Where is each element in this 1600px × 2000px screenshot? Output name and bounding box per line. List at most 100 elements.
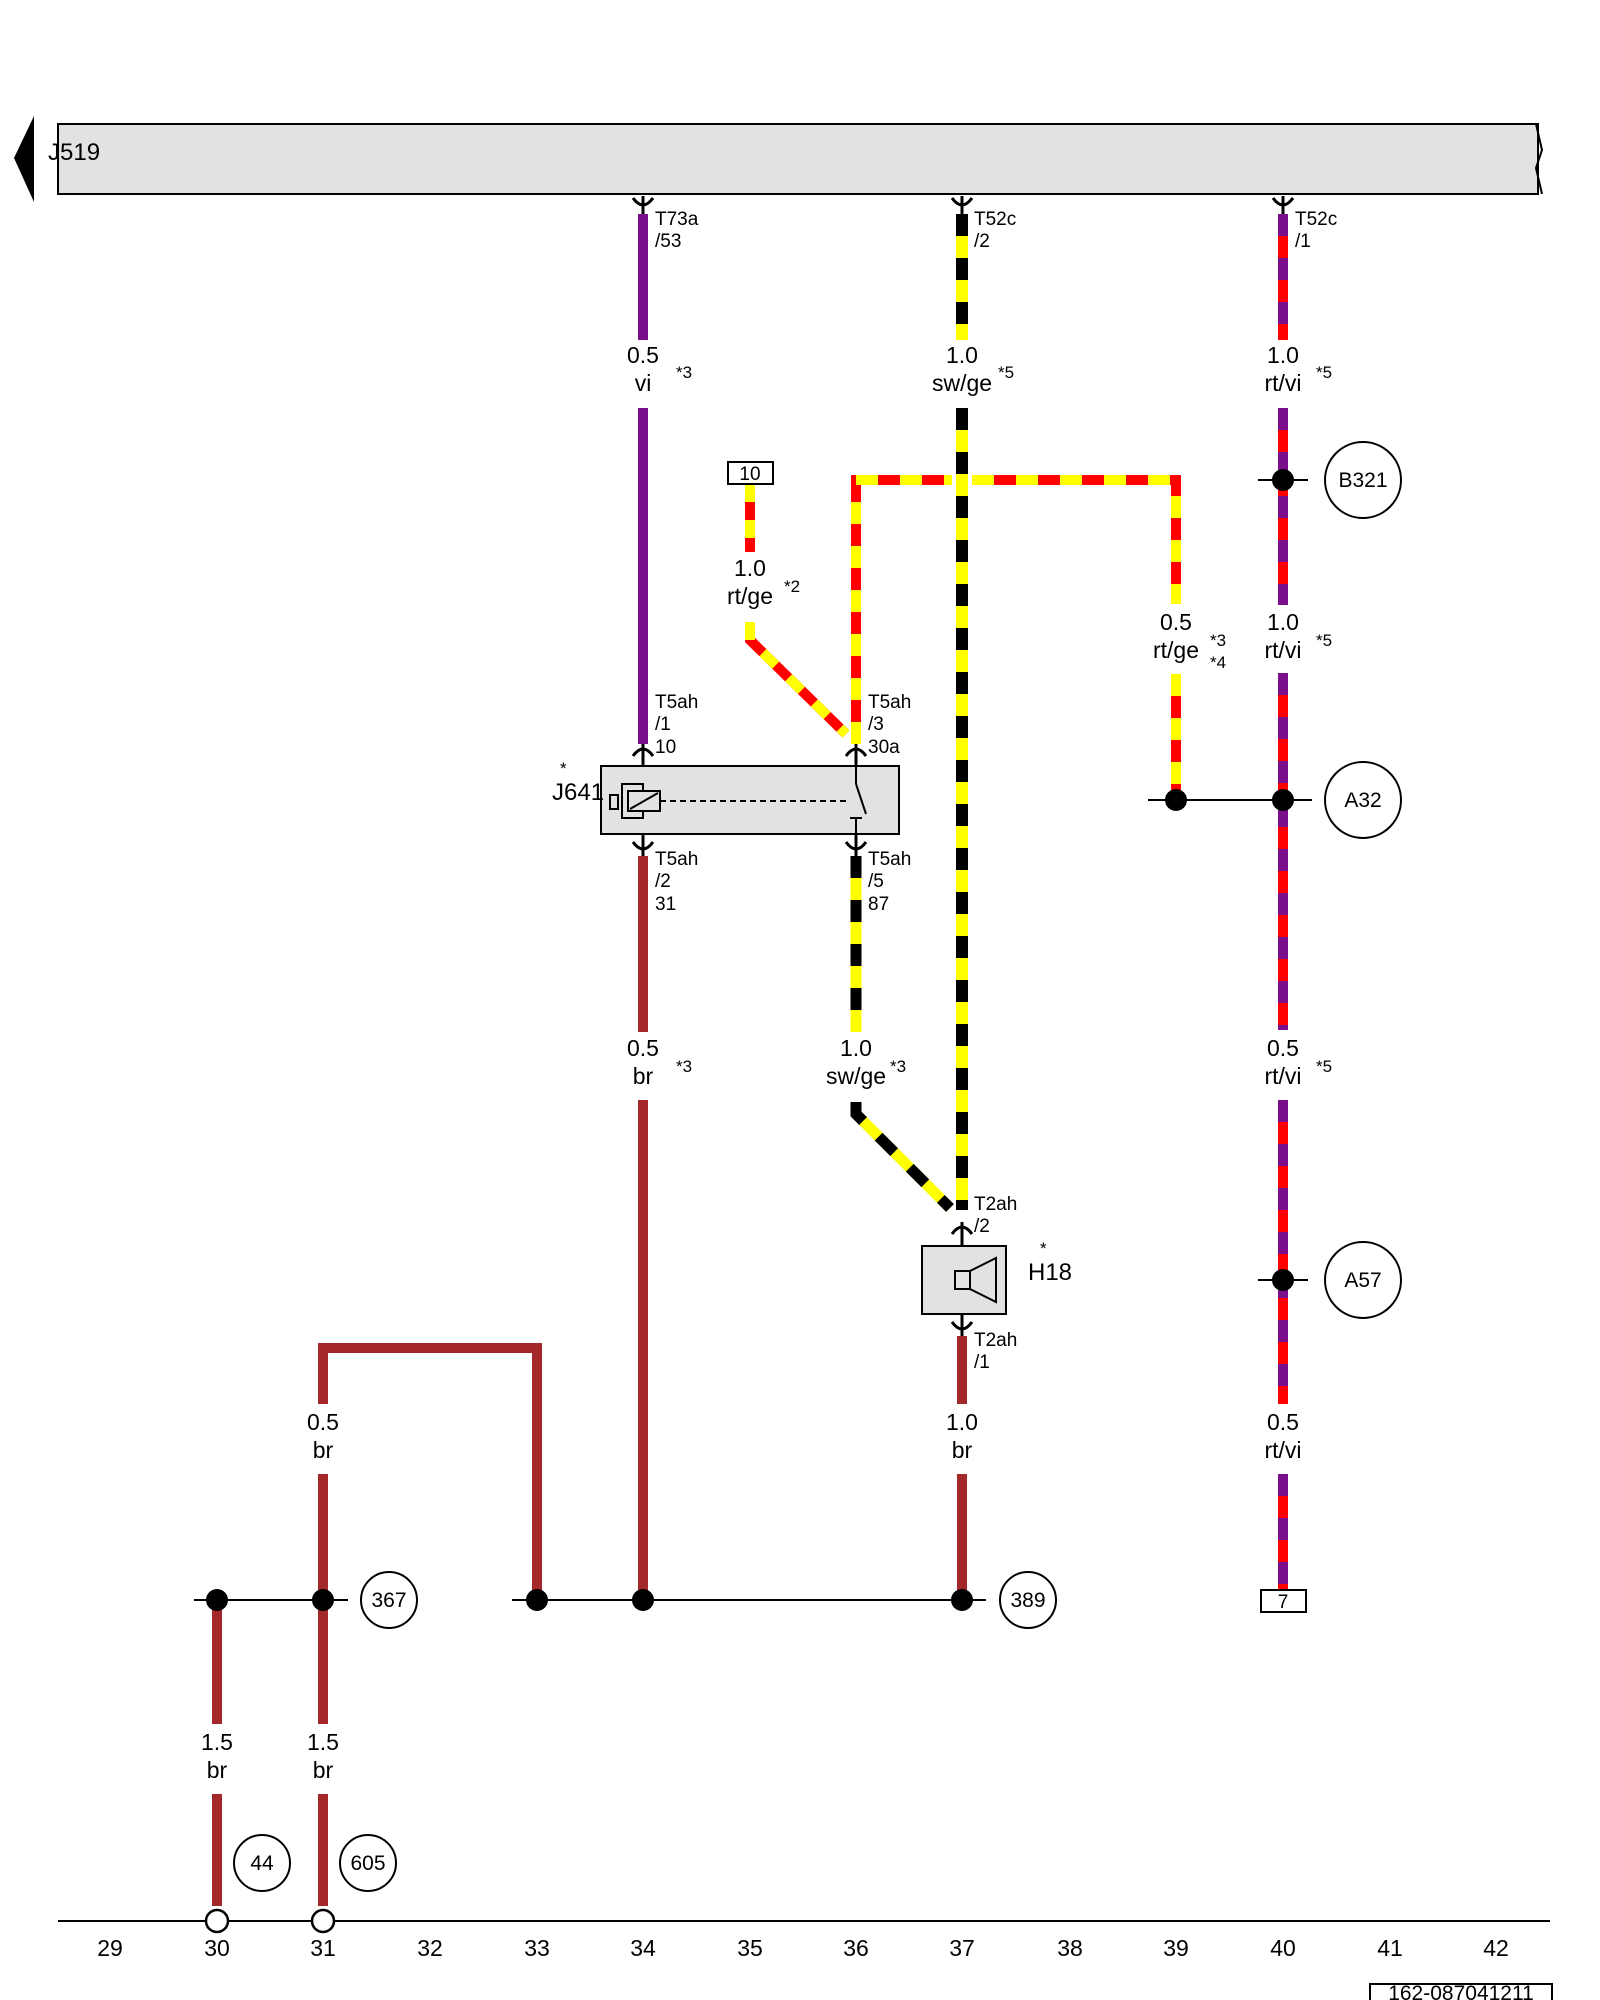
- svg-text:T5ah: T5ah: [655, 849, 698, 870]
- ref-b321: B321: [1324, 441, 1402, 519]
- wire-label-w4: 1.0 rt/ge *2: [727, 555, 800, 609]
- connector-t52c-1: T52c /1: [1295, 209, 1337, 252]
- splice-367-b: [312, 1589, 334, 1611]
- svg-text:rt/vi: rt/vi: [1264, 1437, 1301, 1463]
- svg-text:389: 389: [1010, 1589, 1045, 1612]
- splice-b321: [1272, 469, 1294, 491]
- horn-star: *: [1040, 1239, 1047, 1258]
- track-number: 37: [949, 1935, 975, 1961]
- pin-icon: [844, 744, 868, 766]
- connector-t2ah-2: T2ah /2: [974, 1194, 1017, 1237]
- svg-text:*5: *5: [1316, 1057, 1332, 1076]
- svg-text:br: br: [207, 1757, 228, 1783]
- wire-swge-col36: [850, 856, 954, 1212]
- svg-text:br: br: [633, 1063, 654, 1089]
- svg-text:*3: *3: [676, 1057, 692, 1076]
- track-axis: 29 30 31 32 33 34 35 36 37 38 39 40 41 4…: [97, 1935, 1509, 1961]
- pin-icon: [844, 834, 868, 856]
- pin-icon: [950, 196, 974, 214]
- svg-text:*5: *5: [1316, 631, 1332, 650]
- wires: [212, 214, 1288, 1906]
- splice-389-a: [526, 1589, 548, 1611]
- ref-box-10: 10: [727, 461, 774, 485]
- connector-pins: [631, 196, 1295, 1336]
- svg-text:T5ah: T5ah: [868, 692, 911, 713]
- svg-text:vi: vi: [635, 370, 652, 396]
- wire-labels: 0.5 vi *3 1.0 sw/ge *5 1.0 rt/vi *5 1.0 …: [201, 342, 1332, 1783]
- track-number: 41: [1377, 1935, 1403, 1961]
- track-number: 32: [417, 1935, 443, 1961]
- wire-label-w10: 0.5 br: [307, 1409, 339, 1463]
- svg-text:31: 31: [655, 894, 676, 915]
- wire-label-w1: 0.5 vi *3: [627, 342, 692, 396]
- wire-label-w12: 0.5 rt/vi: [1264, 1409, 1301, 1463]
- horn-label: H18: [1028, 1259, 1072, 1286]
- relay-coil-icon: [609, 783, 850, 819]
- track-number: 31: [310, 1935, 336, 1961]
- junction-dots: [206, 469, 1294, 1611]
- wire-rtge-bridge: [851, 475, 1181, 790]
- svg-text:rt/vi: rt/vi: [1264, 637, 1301, 663]
- svg-text:T5ah: T5ah: [655, 692, 698, 713]
- connector-t5ah-3: T5ah /3 30a: [868, 692, 911, 758]
- track-number: 38: [1057, 1935, 1083, 1961]
- track-number: 35: [737, 1935, 763, 1961]
- module-label: J519: [48, 139, 100, 166]
- svg-text:0.5: 0.5: [307, 1409, 339, 1435]
- svg-text:*3: *3: [676, 363, 692, 382]
- relay-j641: * J641: [552, 759, 900, 835]
- svg-text:/2: /2: [974, 231, 990, 252]
- track-number: 30: [204, 1935, 230, 1961]
- svg-text:1.0: 1.0: [1267, 609, 1299, 635]
- connector-t52c-2: T52c /2: [974, 209, 1016, 252]
- pin-icon: [950, 1314, 974, 1336]
- svg-text:0.5: 0.5: [627, 1035, 659, 1061]
- relay-switch-icon: [850, 766, 867, 834]
- svg-text:0.5: 0.5: [627, 342, 659, 368]
- wire-label-w9: 0.5 rt/vi *5: [1264, 1035, 1332, 1089]
- svg-text:0.5: 0.5: [1267, 1409, 1299, 1435]
- svg-text:T2ah: T2ah: [974, 1330, 1017, 1351]
- svg-text:367: 367: [371, 1589, 406, 1612]
- svg-text:/2: /2: [974, 1216, 990, 1237]
- svg-text:br: br: [952, 1437, 973, 1463]
- speaker-icon: [954, 1256, 997, 1304]
- splice-a32-left: [1165, 789, 1187, 811]
- svg-text:10: 10: [739, 464, 760, 485]
- svg-text:rt/vi: rt/vi: [1264, 1063, 1301, 1089]
- svg-text:/1: /1: [1295, 231, 1311, 252]
- ref-389: 389: [999, 1571, 1057, 1629]
- svg-text:87: 87: [868, 894, 889, 915]
- control-module-j519: J519: [14, 116, 1544, 202]
- svg-text:605: 605: [350, 1852, 385, 1875]
- svg-text:30a: 30a: [868, 737, 900, 758]
- track-number: 42: [1483, 1935, 1509, 1961]
- track-number: 29: [97, 1935, 123, 1961]
- svg-text:/2: /2: [655, 871, 671, 892]
- svg-text:rt/ge: rt/ge: [1153, 637, 1199, 663]
- svg-text:1.5: 1.5: [307, 1729, 339, 1755]
- reference-markers: B321 A32 A57 367 389 44 605 10: [233, 441, 1402, 1892]
- svg-text:1.0: 1.0: [840, 1035, 872, 1061]
- wire-label-w7: 0.5 br *3: [627, 1035, 692, 1089]
- splice-389-b: [632, 1589, 654, 1611]
- wire-br-loop: [318, 1343, 542, 1600]
- ref-box-7: 7: [1260, 1589, 1307, 1613]
- wire-label-w3: 1.0 rt/vi *5: [1264, 342, 1332, 396]
- svg-text:rt/vi: rt/vi: [1264, 370, 1301, 396]
- pin-icon: [631, 196, 655, 214]
- module-arrow-icon: [14, 116, 34, 202]
- wire-rtge-box10: [745, 484, 850, 738]
- svg-text:br: br: [313, 1437, 334, 1463]
- ground-point-31: [310, 1908, 336, 1934]
- connector-t5ah-1: T5ah /1 10: [655, 692, 698, 758]
- svg-text:sw/ge: sw/ge: [826, 1063, 886, 1089]
- svg-text:/1: /1: [974, 1352, 990, 1373]
- splice-a32: [1272, 789, 1294, 811]
- svg-text:T2ah: T2ah: [974, 1194, 1017, 1215]
- track-number: 33: [524, 1935, 550, 1961]
- pin-icon: [631, 744, 655, 766]
- svg-text:10: 10: [655, 737, 676, 758]
- svg-text:*2: *2: [784, 577, 800, 596]
